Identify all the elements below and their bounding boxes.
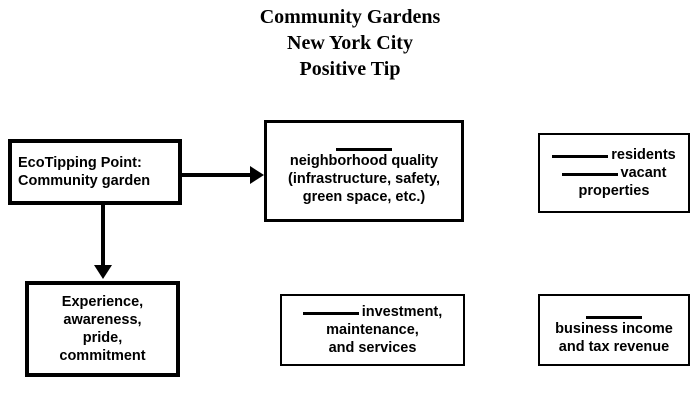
residents-label: residents [611, 147, 676, 163]
node-business-income-tax-revenue[interactable]: business income and tax revenue [538, 294, 690, 366]
experience-line-3: pride, [82, 330, 123, 346]
arrowhead-to-neighborhood [250, 166, 264, 184]
investment-label: investment, [361, 304, 443, 320]
blank-line-business [546, 304, 682, 320]
connector-ecotipping-to-neighborhood [180, 173, 252, 177]
node-residents-vacant-properties[interactable]: residents vacant properties [538, 133, 690, 213]
residents-row: residents [546, 146, 682, 164]
node-experience-awareness[interactable]: Experience, awareness, pride, commitment [25, 281, 180, 377]
vacant-label: vacant [620, 165, 667, 181]
title-line-3: Positive Tip [299, 58, 401, 80]
connector-ecotipping-to-experience [101, 205, 105, 267]
title-line-2: New York City [287, 32, 413, 54]
blank-underline-vacant [561, 173, 618, 176]
business-line-1: business income [555, 321, 673, 337]
vacant-row: vacant [546, 164, 682, 182]
blank-underline [336, 148, 392, 151]
experience-line-1: Experience, [61, 294, 144, 310]
node-ecotipping-point[interactable]: EcoTipping Point: Community garden [8, 139, 182, 205]
blank-underline-investment [302, 312, 359, 315]
experience-line-2: awareness, [63, 312, 142, 328]
blank-line-neighborhood [273, 136, 455, 152]
neighborhood-line-2: (infrastructure, safety, [287, 171, 441, 187]
blank-underline-business [586, 316, 642, 319]
ecotipping-line-1: EcoTipping Point: [18, 155, 142, 171]
page-title: Community Gardens New York City Positive… [0, 4, 700, 82]
title-line-1: Community Gardens [259, 6, 441, 28]
investment-row: investment, [288, 303, 457, 321]
experience-line-4: commitment [59, 348, 146, 364]
node-neighborhood-quality[interactable]: neighborhood quality (infrastructure, sa… [264, 120, 464, 222]
investment-line-2: maintenance, [326, 322, 419, 338]
business-line-2: and tax revenue [558, 339, 670, 355]
node-investment-maintenance[interactable]: investment, maintenance, and services [280, 294, 465, 366]
blank-underline-residents [552, 155, 609, 158]
arrowhead-to-experience [94, 265, 112, 279]
neighborhood-line-1: neighborhood quality [289, 153, 439, 169]
ecotipping-line-2: Community garden [18, 173, 151, 189]
investment-line-3: and services [328, 340, 417, 356]
neighborhood-line-3: green space, etc.) [302, 189, 426, 205]
properties-label: properties [578, 183, 650, 199]
